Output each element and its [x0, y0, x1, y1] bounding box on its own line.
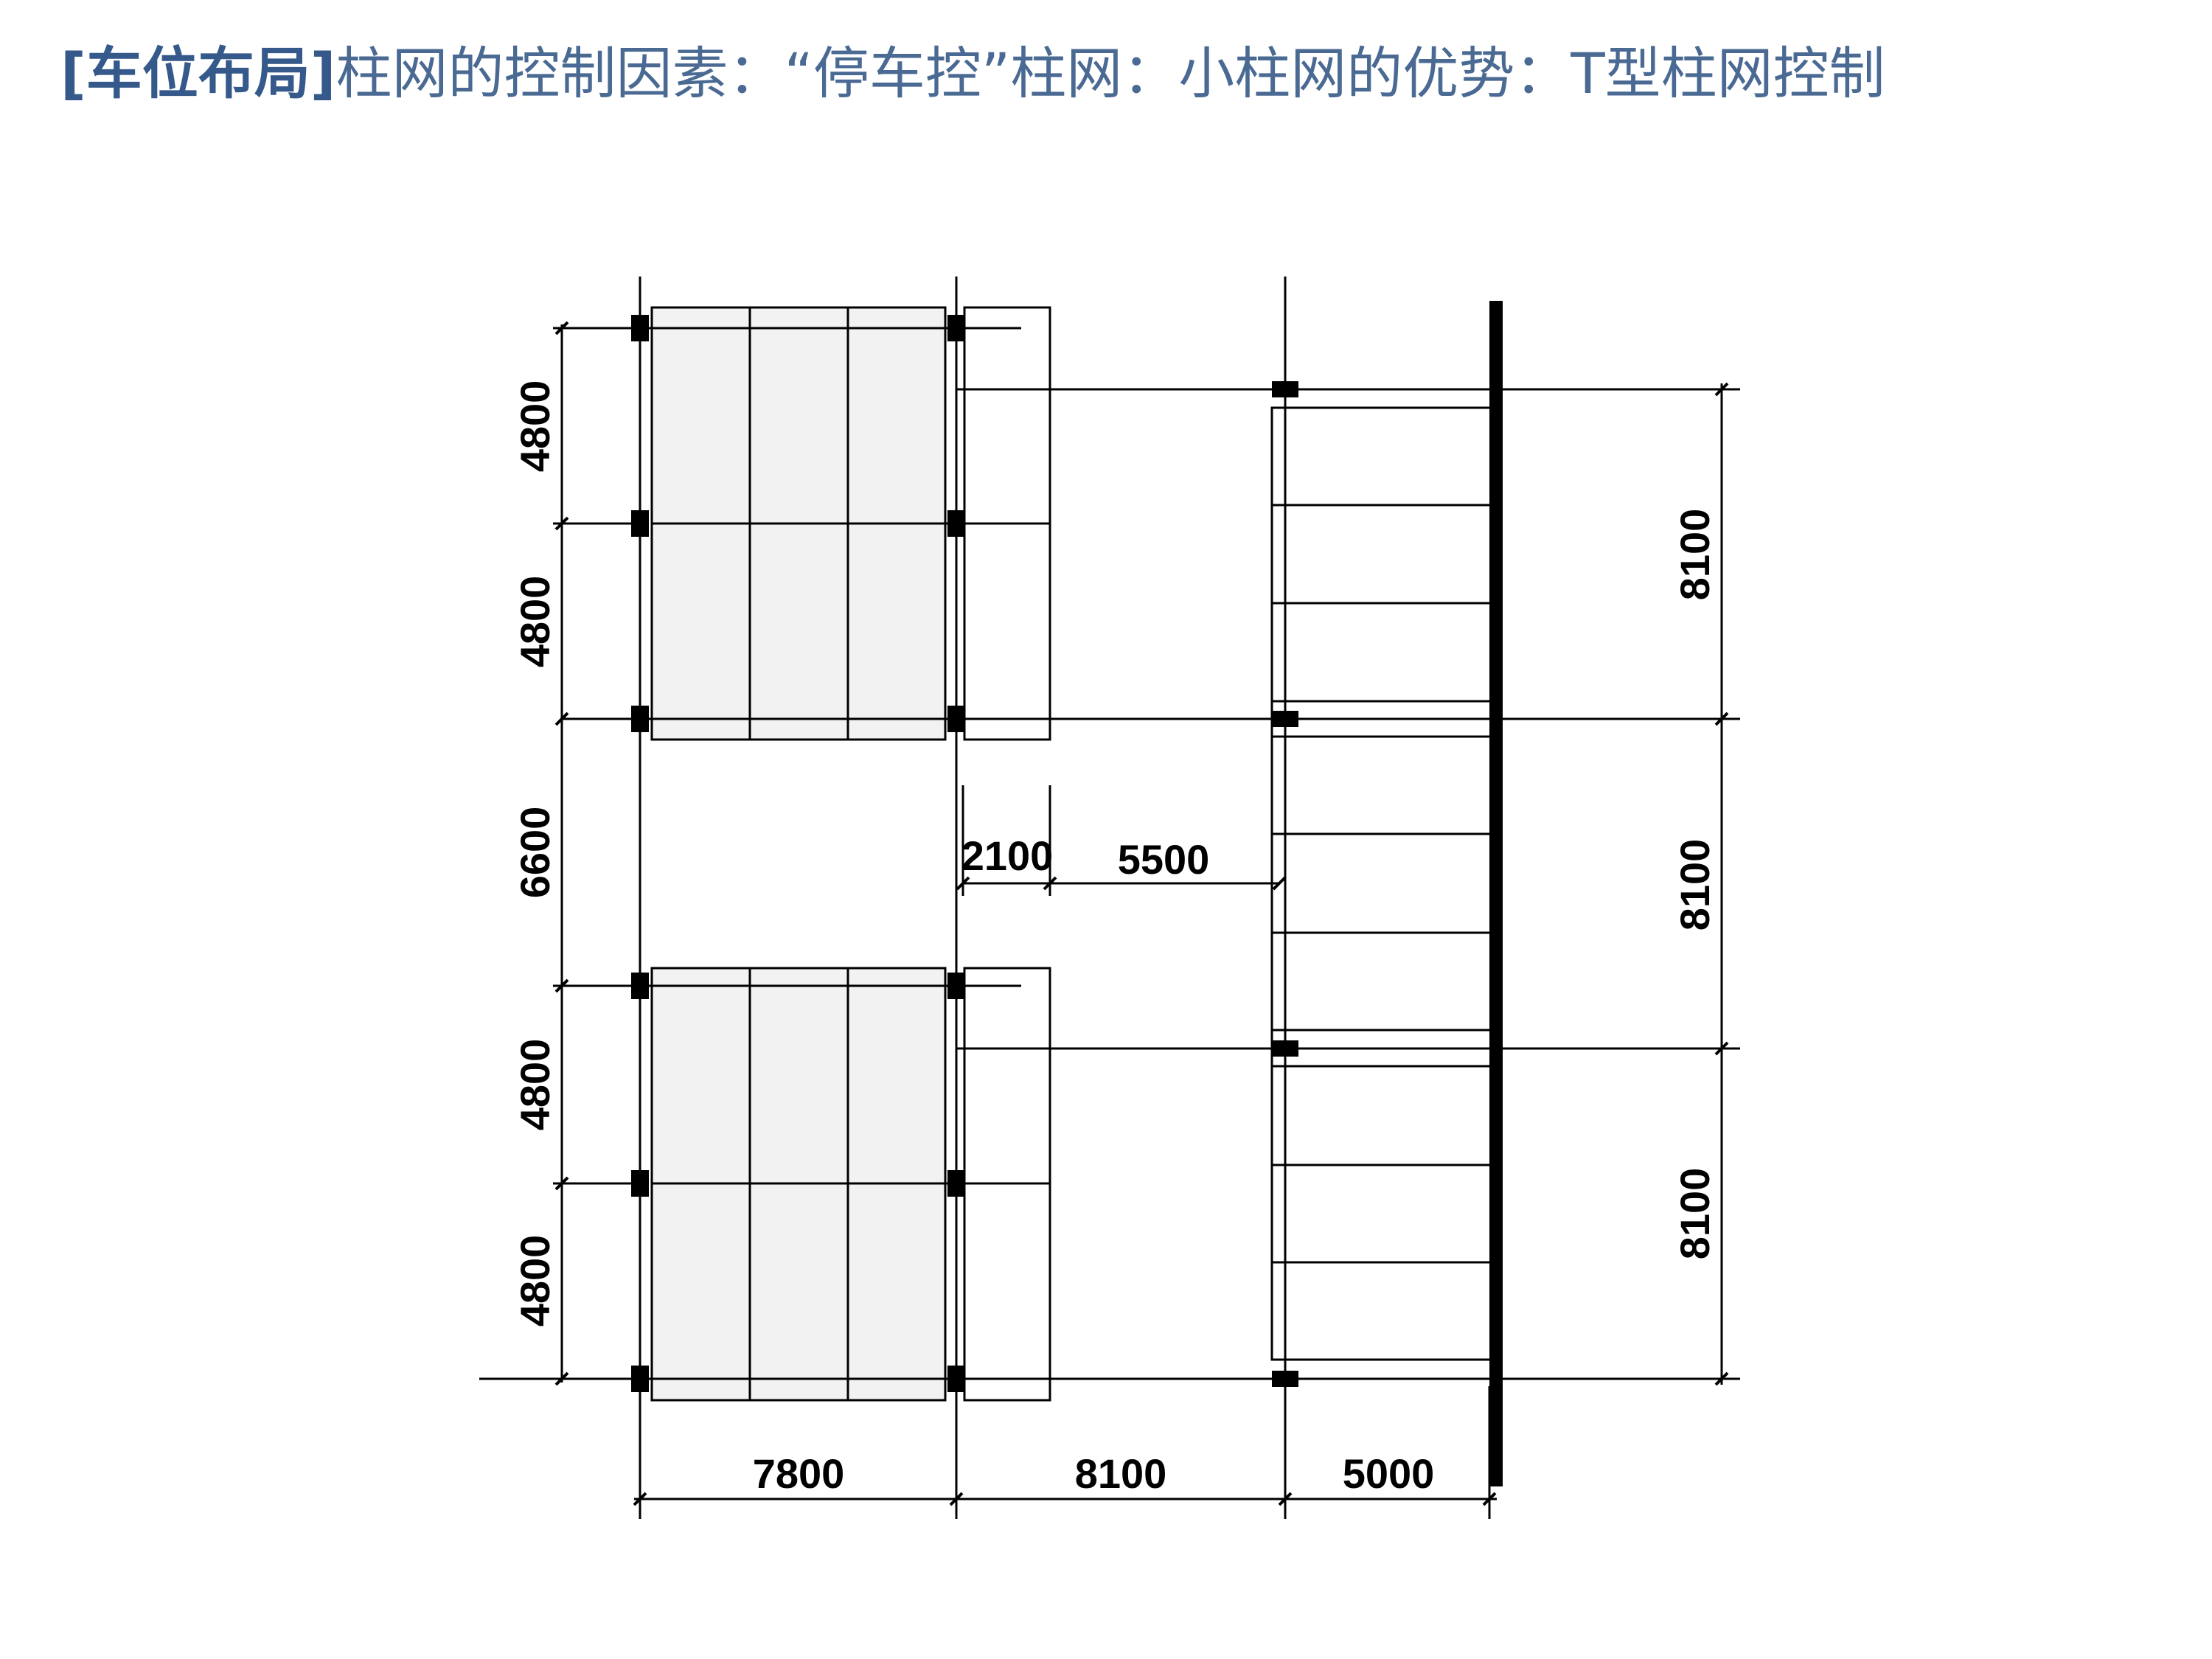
column [631, 510, 649, 537]
dim-bottom-1: 7800 [753, 1450, 845, 1497]
stall-row-right-3 [1270, 1065, 1493, 1361]
column [947, 315, 965, 341]
dim-left-5: 4800 [512, 1235, 558, 1327]
dim-right-3: 8100 [1672, 1168, 1718, 1260]
column [631, 1366, 649, 1392]
column [1272, 711, 1298, 727]
column [947, 510, 965, 537]
slide-title: [车位布局]柱网的控制因素：“停车控”柱网：小柱网的优势：T型柱网控制 [60, 37, 1885, 111]
dim-right-1: 8100 [1672, 509, 1718, 601]
stall-row-right-2 [1270, 735, 1493, 1032]
dim-right-2: 8100 [1672, 839, 1718, 931]
title-rest: 柱网的控制因素：“停车控”柱网：小柱网的优势：T型柱网控制 [335, 41, 1885, 106]
dim-bottom-2: 8100 [1075, 1450, 1167, 1497]
column [631, 315, 649, 341]
dim-lane-2: 5500 [1118, 836, 1210, 883]
column [1272, 1371, 1298, 1387]
column [947, 706, 965, 732]
column [947, 973, 965, 999]
columns [631, 315, 1298, 1392]
boundary-wall [1489, 301, 1503, 1486]
dim-left-3: 6600 [512, 807, 558, 899]
dim-lane-1: 2100 [961, 832, 1054, 879]
dim-bottom-3: 5000 [1343, 1450, 1435, 1497]
column [631, 706, 649, 732]
column [1272, 381, 1298, 397]
column [631, 1170, 649, 1197]
stall-row-right-1 [1270, 406, 1493, 703]
column [947, 1170, 965, 1197]
column [1272, 1040, 1298, 1057]
column [947, 1366, 965, 1392]
column [631, 973, 649, 999]
dim-left-1: 4800 [512, 380, 558, 473]
dim-left-2: 4800 [512, 576, 558, 668]
title-lead: [车位布局] [60, 41, 336, 106]
dim-left-4: 4800 [512, 1039, 558, 1131]
